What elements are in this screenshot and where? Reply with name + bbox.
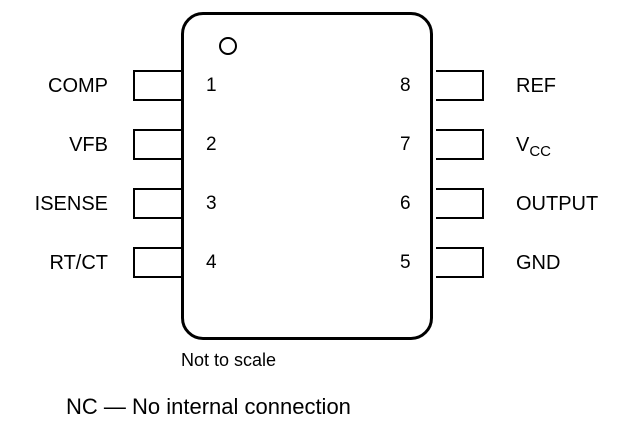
pin-label-rt-ct: RT/CT: [49, 252, 108, 274]
pin-lead-2: [133, 129, 181, 160]
pin-lead-4: [133, 247, 181, 278]
pin-number-6: 6: [400, 193, 411, 214]
pin-lead-6: [436, 188, 484, 219]
pin-lead-8: [436, 70, 484, 101]
pin-label-gnd: GND: [516, 252, 561, 274]
pin-label-vcc-main: V: [516, 134, 530, 156]
pin-number-7: 7: [400, 134, 411, 155]
pin-label-vcc-sub: CC: [529, 143, 552, 160]
pin-label-vfb: VFB: [69, 134, 108, 156]
pin-number-2: 2: [206, 134, 217, 155]
ic-package-body: [181, 12, 433, 340]
pin-number-3: 3: [206, 193, 217, 214]
pin-label-vcc: VCC: [516, 134, 551, 159]
pin-label-comp: COMP: [48, 75, 108, 97]
pin1-indicator-icon: [219, 37, 237, 55]
pin-label-output: OUTPUT: [516, 193, 599, 215]
pin-lead-1: [133, 70, 181, 101]
pin-lead-3: [133, 188, 181, 219]
pin-lead-7: [436, 129, 484, 160]
pin-number-4: 4: [206, 252, 217, 273]
pin-number-1: 1: [206, 75, 217, 96]
pin-label-isense: ISENSE: [34, 193, 108, 215]
pin-number-5: 5: [400, 252, 411, 273]
pin-label-ref: REF: [516, 75, 556, 97]
pin-lead-5: [436, 247, 484, 278]
scale-note: Not to scale: [181, 350, 277, 370]
pin-number-8: 8: [400, 75, 411, 96]
nc-note: NC — No internal connection: [66, 394, 351, 419]
